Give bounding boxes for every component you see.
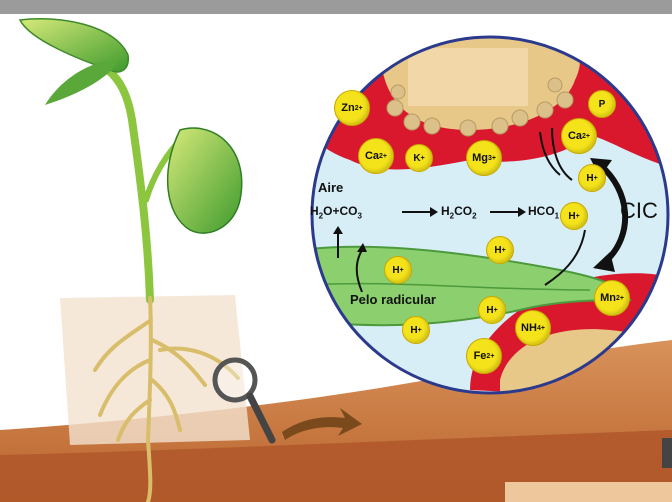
ion-manganese: Mn2+: [594, 280, 630, 316]
ion-hydrogen-4: H+: [384, 256, 412, 284]
ion-zinc: Zn2+: [334, 90, 370, 126]
soil-light-patch: [505, 482, 672, 502]
ion-magnesium: Mg3+: [466, 140, 502, 176]
pelo-radicular-label: Pelo radicular: [350, 292, 436, 307]
ion-potassium: K+: [405, 144, 433, 172]
ion-hydrogen-6: H+: [402, 316, 430, 344]
ion-hydrogen-3: H+: [486, 236, 514, 264]
dark-corner: [662, 438, 672, 468]
ion-calcium-1: Ca2+: [358, 138, 394, 174]
leaf-right: [168, 128, 242, 233]
sand-highlight: [408, 48, 528, 106]
ion-iron: Fe2+: [466, 338, 502, 374]
top-border: [0, 0, 672, 14]
equation-part-2: H2CO2: [441, 204, 477, 220]
ion-hydrogen-2: H+: [560, 202, 588, 230]
leaf-top-2: [45, 60, 118, 105]
ion-phosphorus: P: [588, 90, 616, 118]
ion-ammonium: NH4+: [515, 310, 551, 346]
cic-label: CIC: [620, 198, 658, 224]
ion-hydrogen-5: H+: [478, 296, 506, 324]
plant-stem: [108, 70, 150, 300]
ion-calcium-2: Ca2+: [561, 118, 597, 154]
aire-label: Aire: [318, 180, 343, 195]
ion-hydrogen-1: H+: [578, 164, 606, 192]
equation-part-1: H2O+CO3: [310, 204, 362, 220]
